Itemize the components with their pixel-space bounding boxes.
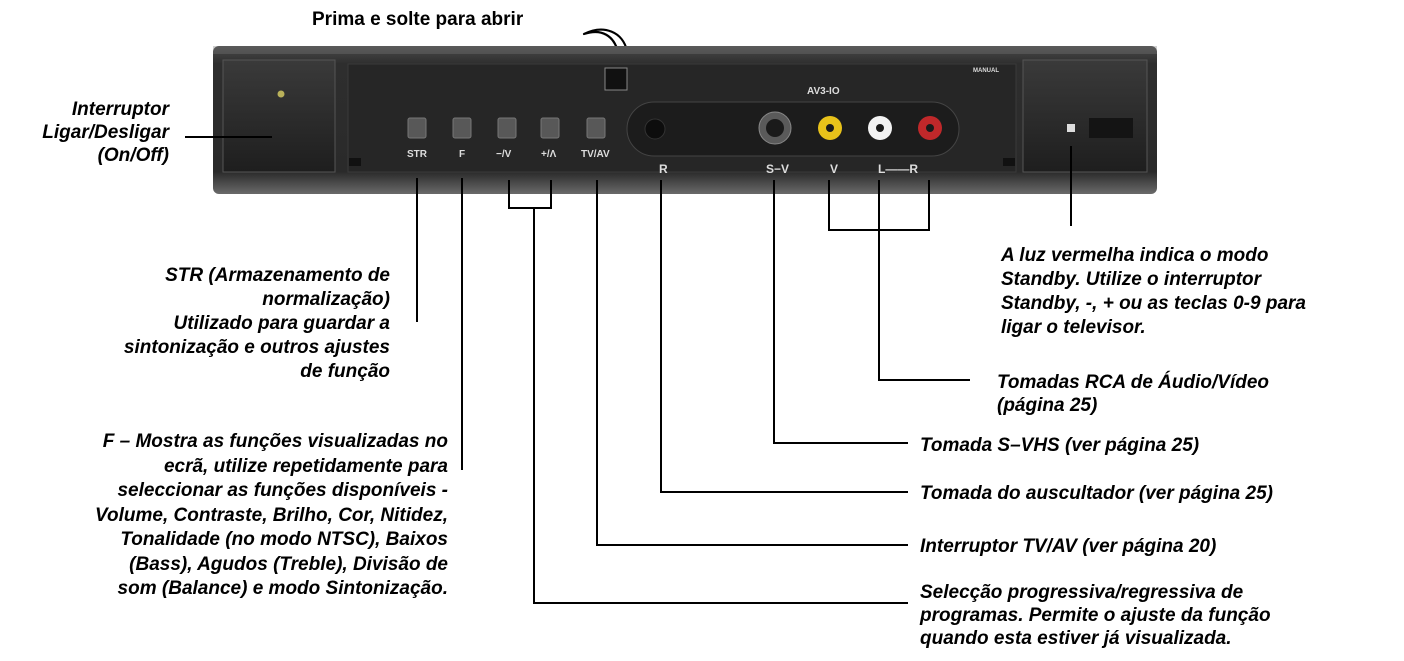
- f-button-label: F: [459, 149, 465, 160]
- standby-label: A luz vermelha indica o modo Standby. Ut…: [1001, 245, 1306, 338]
- str-button[interactable]: [407, 117, 427, 139]
- tvav-button[interactable]: [586, 117, 606, 139]
- model-text: AV3-IO: [807, 86, 840, 97]
- power-door[interactable]: [222, 59, 336, 173]
- standby-led: [1067, 124, 1075, 132]
- program-select-label: Selecção progressiva/regressiva de progr…: [920, 582, 1271, 649]
- svideo-jack-label: S−V: [766, 162, 789, 176]
- video-jack-label: V: [830, 162, 838, 176]
- str-label: STR (Armazenamento de normalização) Util…: [123, 265, 390, 382]
- svhs-jack-label: Tomada S–VHS (ver página 25): [920, 435, 1200, 456]
- open-hint-label: Prima e solte para abrir: [312, 9, 524, 30]
- f-function-label: F – Mostra as funções visualizadas no ec…: [95, 431, 448, 599]
- small-print: MANUAL: [973, 68, 999, 74]
- headphone-jack-desc-label: Tomada do auscultador (ver página 25): [920, 483, 1273, 504]
- volume-down-label: −/V: [496, 149, 512, 160]
- tv-front-panel: STR F −/V +/Λ TV/AV AV3-IO MANUAL R S−V …: [213, 46, 1157, 194]
- standby-door: [1022, 59, 1148, 173]
- str-button-label: STR: [407, 149, 428, 160]
- tvav-switch-label: Interruptor TV/AV (ver página 20): [920, 536, 1217, 557]
- volume-up-label: +/Λ: [541, 149, 557, 160]
- tvav-label: TV/AV: [581, 149, 610, 160]
- volume-down-button[interactable]: [497, 117, 517, 139]
- power-indicator: [277, 90, 285, 98]
- headphone-jack[interactable]: [644, 118, 666, 140]
- power-switch-label: Interruptor Ligar/Desligar (On/Off): [42, 99, 169, 166]
- volume-up-button[interactable]: [540, 117, 560, 139]
- jack-plate: [626, 101, 960, 157]
- headphone-jack-label: R: [659, 162, 668, 176]
- audio-jack-label: L——R: [878, 162, 918, 176]
- ir-sensor: [1089, 118, 1133, 138]
- control-buttons: [407, 117, 606, 139]
- f-button[interactable]: [452, 117, 472, 139]
- rca-jacks-label: Tomadas RCA de Áudio/Vídeo (página 25): [997, 372, 1270, 416]
- door-latch[interactable]: [604, 67, 628, 91]
